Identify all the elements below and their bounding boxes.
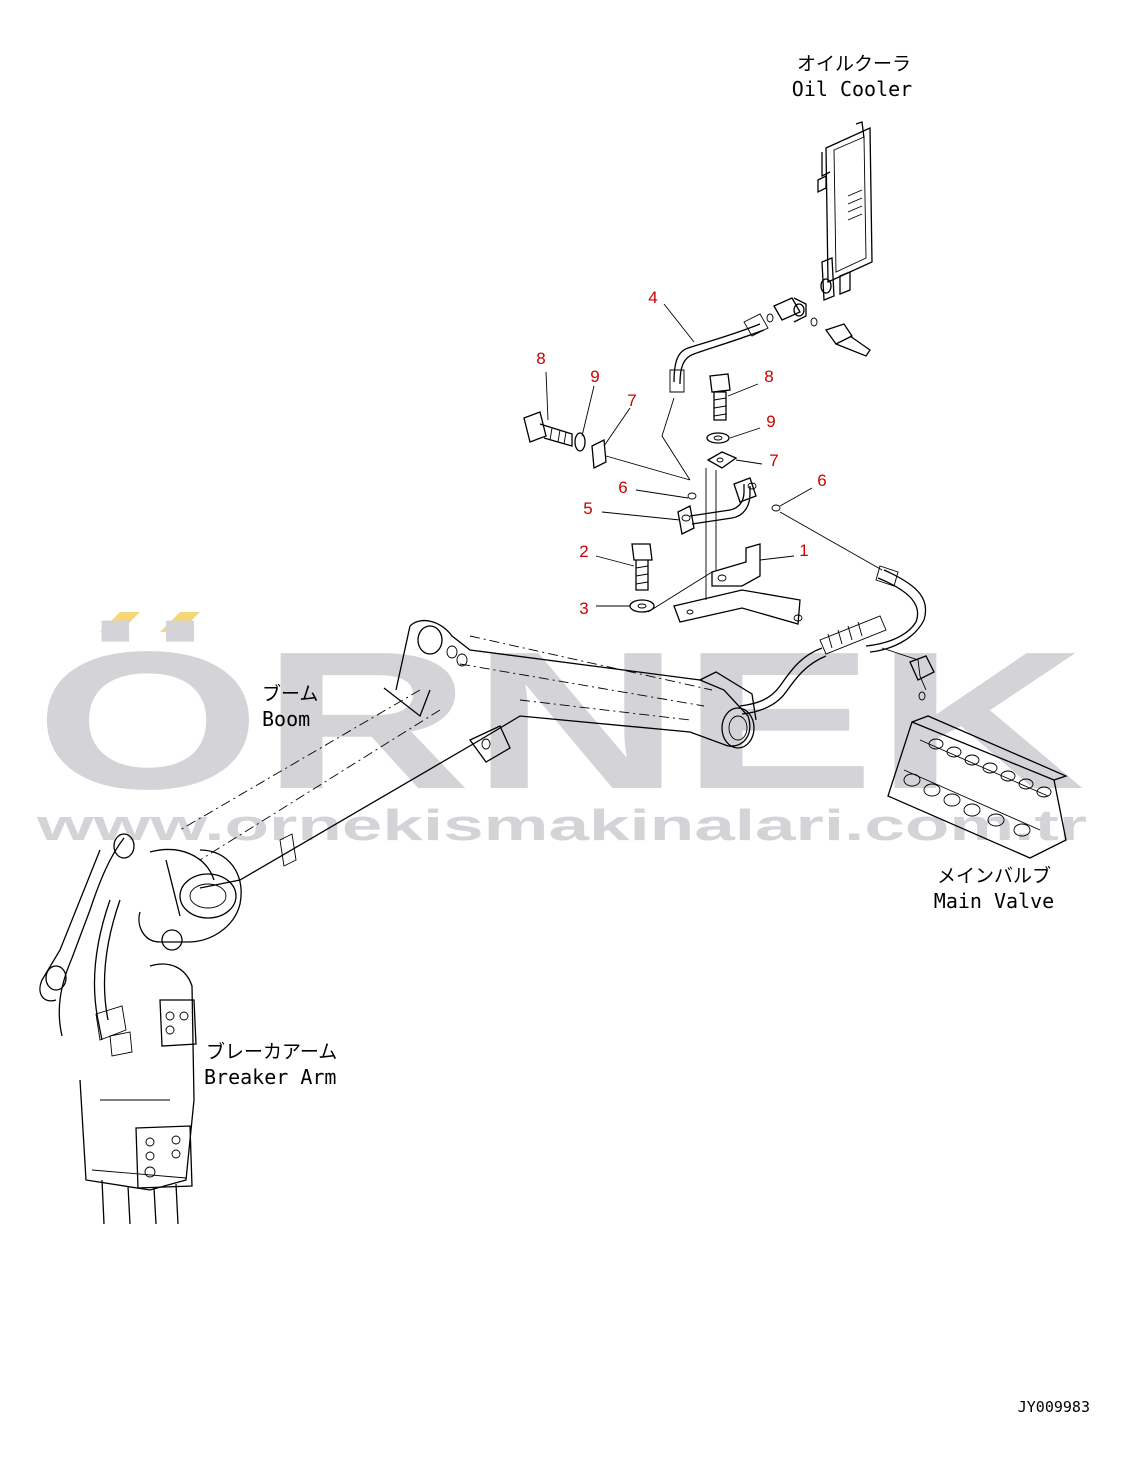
svg-text:ブレーカアーム: ブレーカアーム bbox=[206, 1040, 337, 1063]
callout-6-right: 6 bbox=[817, 471, 826, 490]
callout-3: 3 bbox=[579, 599, 588, 618]
svg-text:Boom: Boom bbox=[262, 707, 310, 731]
watermark-brand: ÖRNEK bbox=[35, 611, 1085, 830]
svg-text:メインバルブ: メインバルブ bbox=[937, 864, 1051, 887]
callout-5: 5 bbox=[583, 499, 592, 518]
breaker-arm-label: ブレーカアーム Breaker Arm bbox=[204, 1040, 337, 1089]
svg-text:オイルクーラ: オイルクーラ bbox=[797, 53, 911, 75]
boom-label: ブーム Boom bbox=[262, 682, 318, 731]
bolt-8-left bbox=[523, 411, 573, 447]
watermark-accent-right bbox=[160, 612, 200, 632]
callout-1: 1 bbox=[799, 541, 808, 560]
callout-4: 4 bbox=[648, 288, 657, 307]
main-valve-drawing bbox=[887, 715, 1068, 859]
svg-text:Breaker Arm: Breaker Arm bbox=[204, 1065, 336, 1089]
tube-assembly bbox=[677, 477, 781, 535]
callout-2: 2 bbox=[579, 542, 588, 561]
drawing-number: JY009983 bbox=[1018, 1398, 1090, 1416]
valve-ports bbox=[903, 738, 1052, 837]
hose-4 bbox=[669, 313, 769, 393]
oil-cooler-label: オイルクーラ Oil Cooler bbox=[792, 53, 912, 101]
washer-9-right bbox=[706, 432, 730, 444]
svg-text:ブーム: ブーム bbox=[262, 682, 318, 705]
watermark: ÖRNEK www.ornekismakinalari.com.tr bbox=[35, 611, 1087, 850]
svg-text:Oil Cooler: Oil Cooler bbox=[792, 77, 912, 101]
breaker-arm-drawing bbox=[39, 833, 242, 1225]
callouts: 4 8 9 7 8 9 7 6 6 5 1 2 3 bbox=[536, 288, 826, 618]
callout-8-right: 8 bbox=[764, 367, 773, 386]
callout-8-left: 8 bbox=[536, 349, 545, 368]
callout-7-right: 7 bbox=[769, 451, 778, 470]
svg-text:Main Valve: Main Valve bbox=[934, 889, 1054, 913]
callout-6-left: 6 bbox=[618, 478, 627, 497]
watermark-accent-left bbox=[100, 612, 140, 632]
callout-7-left: 7 bbox=[627, 391, 636, 410]
clamp-7-right bbox=[706, 451, 738, 469]
main-valve-label: メインバルブ Main Valve bbox=[934, 864, 1054, 913]
washer-9-left bbox=[574, 432, 586, 452]
assembly-lines bbox=[605, 397, 883, 613]
clamp-7-left bbox=[591, 438, 607, 470]
boom-drawing bbox=[179, 619, 757, 889]
oil-cooler-drawing bbox=[766, 121, 873, 357]
watermark-url: www.ornekismakinalari.com.tr bbox=[35, 801, 1087, 850]
callout-9-right: 9 bbox=[766, 412, 775, 431]
bolt-2 bbox=[631, 543, 653, 591]
callout-9-left: 9 bbox=[590, 367, 599, 386]
bolt-8-right bbox=[709, 373, 731, 421]
